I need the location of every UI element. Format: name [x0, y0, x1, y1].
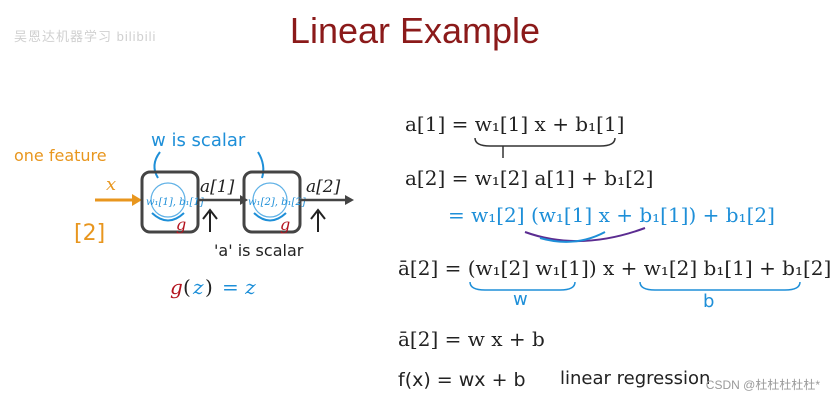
neuron-2-g: g [280, 215, 290, 234]
gz-z: z [192, 275, 204, 299]
a-is-scalar-label: 'a' is scalar [214, 241, 304, 260]
underbrace-b [639, 281, 801, 291]
input-arrow-head [132, 194, 142, 206]
underbrace-w-label: w [513, 289, 528, 310]
output-arrow-head [345, 195, 354, 205]
w-is-scalar-label: w is scalar [151, 130, 246, 151]
input-dimension: [2] [74, 221, 105, 246]
neuron-1-g: g [176, 215, 186, 234]
gz-g: g [170, 275, 183, 299]
one-feature-label: one feature [14, 146, 107, 165]
watermark-top-left: 吴恩达机器学习 bilibili [14, 29, 157, 44]
underbrace-w [469, 281, 576, 291]
a1-label: a[1] [200, 177, 235, 197]
neuron-2-box [242, 170, 302, 234]
watermark-bottom-right: CSDN @杜杜杜杜杜* [705, 378, 820, 392]
equation-line-4: ā[2] = (w₁[2] w₁[1]) x + w₁[2] b₁[1] + b… [398, 256, 830, 280]
neuron-2-params: w₁[2], b₁[2] [248, 197, 306, 208]
underbrace-line-1 [474, 137, 616, 147]
neuron-1-smile [151, 212, 185, 222]
equation-line-5: ā[2] = w x + b [398, 327, 545, 351]
neuron-2-circle [252, 182, 288, 218]
neuron-1-circle [150, 182, 186, 218]
neuron-1-box [140, 170, 200, 234]
equation-line-2: a[2] = w₁[2] a[1] + b₁[2] [405, 166, 653, 190]
neuron-1-params: w₁[1], b₁[1] [146, 197, 204, 208]
equation-line-6-label: linear regression [560, 368, 710, 389]
a-scalar-arrow-1-head [202, 208, 218, 220]
input-x-label: x [106, 174, 116, 195]
gz-open-paren: ( [183, 275, 191, 299]
substitution-arrow-2 [539, 231, 606, 243]
gz-close-paren: ) [205, 275, 213, 299]
a-scalar-arrow-2-head [310, 208, 326, 220]
a2-label: a[2] [306, 177, 341, 197]
equation-line-6-formula: f(x) = wx + b [398, 369, 526, 391]
underbrace-b-label: b [703, 291, 714, 312]
equation-line-1: a[1] = w₁[1] x + b₁[1] [405, 112, 624, 136]
equation-line-3: = w₁[2] (w₁[1] x + b₁[1]) + b₁[2] [448, 203, 775, 227]
w-arrow-1 [153, 151, 161, 179]
gz-result: = z [222, 275, 256, 299]
neuron-2-smile [253, 212, 287, 222]
slide-title: Linear Example [289, 10, 541, 51]
w-arrow-2 [257, 151, 265, 179]
